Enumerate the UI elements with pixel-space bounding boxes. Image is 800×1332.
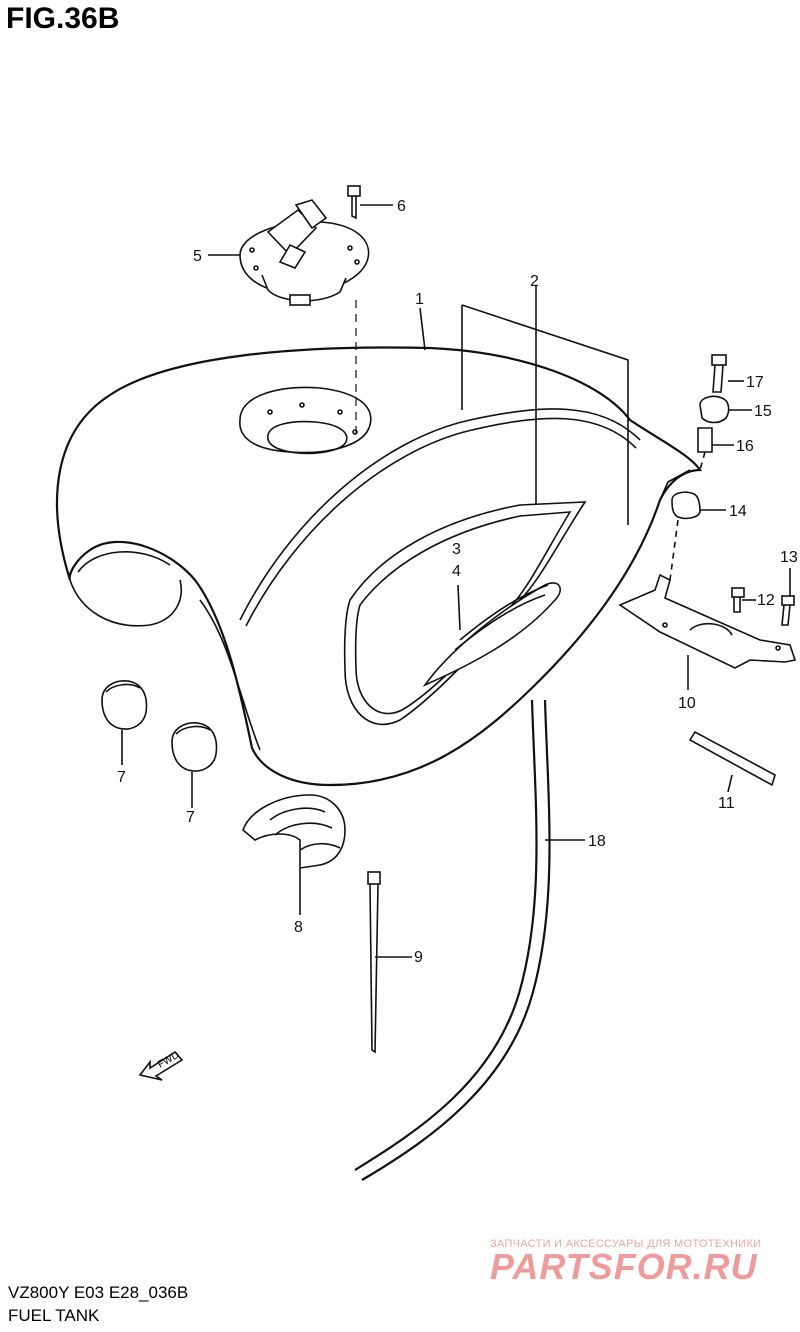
callout-18: 18 bbox=[588, 833, 606, 850]
leader-lines bbox=[121, 204, 791, 958]
callout-10: 10 bbox=[678, 695, 696, 712]
callout-15: 15 bbox=[754, 403, 772, 420]
washer-15[interactable] bbox=[699, 395, 730, 424]
callout-5: 5 bbox=[193, 248, 202, 265]
callout-3: 3 bbox=[452, 541, 461, 558]
figure-title: FIG.36B bbox=[6, 2, 120, 35]
callout-13: 13 bbox=[780, 549, 798, 566]
fuel-tank[interactable] bbox=[55, 346, 703, 787]
watermark-tagline: ЗАПЧАСТИ И АКСЕССУАРЫ ДЛЯ МОТОТЕХНИКИ bbox=[490, 1238, 762, 1250]
callout-7a: 7 bbox=[117, 769, 126, 786]
callout-2: 2 bbox=[530, 273, 539, 290]
callout-16: 16 bbox=[736, 438, 754, 455]
cap-screw[interactable] bbox=[347, 185, 361, 220]
callout-6: 6 bbox=[397, 198, 406, 215]
cushion-14[interactable] bbox=[671, 491, 701, 520]
cushion-strip[interactable] bbox=[688, 730, 776, 787]
callout-8: 8 bbox=[294, 919, 303, 936]
callout-17: 17 bbox=[746, 374, 764, 391]
callout-4: 4 bbox=[452, 563, 461, 580]
cushion-b[interactable] bbox=[171, 722, 218, 772]
bolt-12[interactable] bbox=[731, 587, 745, 613]
callout-12: 12 bbox=[757, 592, 775, 609]
callout-9: 9 bbox=[414, 949, 423, 966]
drain-hose[interactable] bbox=[354, 699, 551, 1181]
bolt-17[interactable] bbox=[711, 354, 727, 393]
clamp-band[interactable] bbox=[367, 871, 381, 1054]
callout-14: 14 bbox=[729, 503, 747, 520]
callout-1: 1 bbox=[415, 291, 424, 308]
bolt-13[interactable] bbox=[781, 595, 795, 626]
callout-7b: 7 bbox=[186, 809, 195, 826]
callout-11: 11 bbox=[718, 795, 735, 812]
rubber-cushion[interactable] bbox=[242, 794, 346, 869]
cushion-a[interactable] bbox=[101, 680, 148, 730]
model-code: VZ800Y E03 E28_036B bbox=[8, 1283, 189, 1302]
section-name: FUEL TANK bbox=[8, 1306, 100, 1325]
tank-bracket[interactable] bbox=[618, 573, 797, 669]
fwd-arrow: FWD bbox=[138, 1050, 184, 1081]
collar-16[interactable] bbox=[697, 427, 713, 453]
watermark-brand: PARTSFOR.RU bbox=[490, 1246, 758, 1287]
fuel-cap[interactable] bbox=[239, 199, 370, 440]
